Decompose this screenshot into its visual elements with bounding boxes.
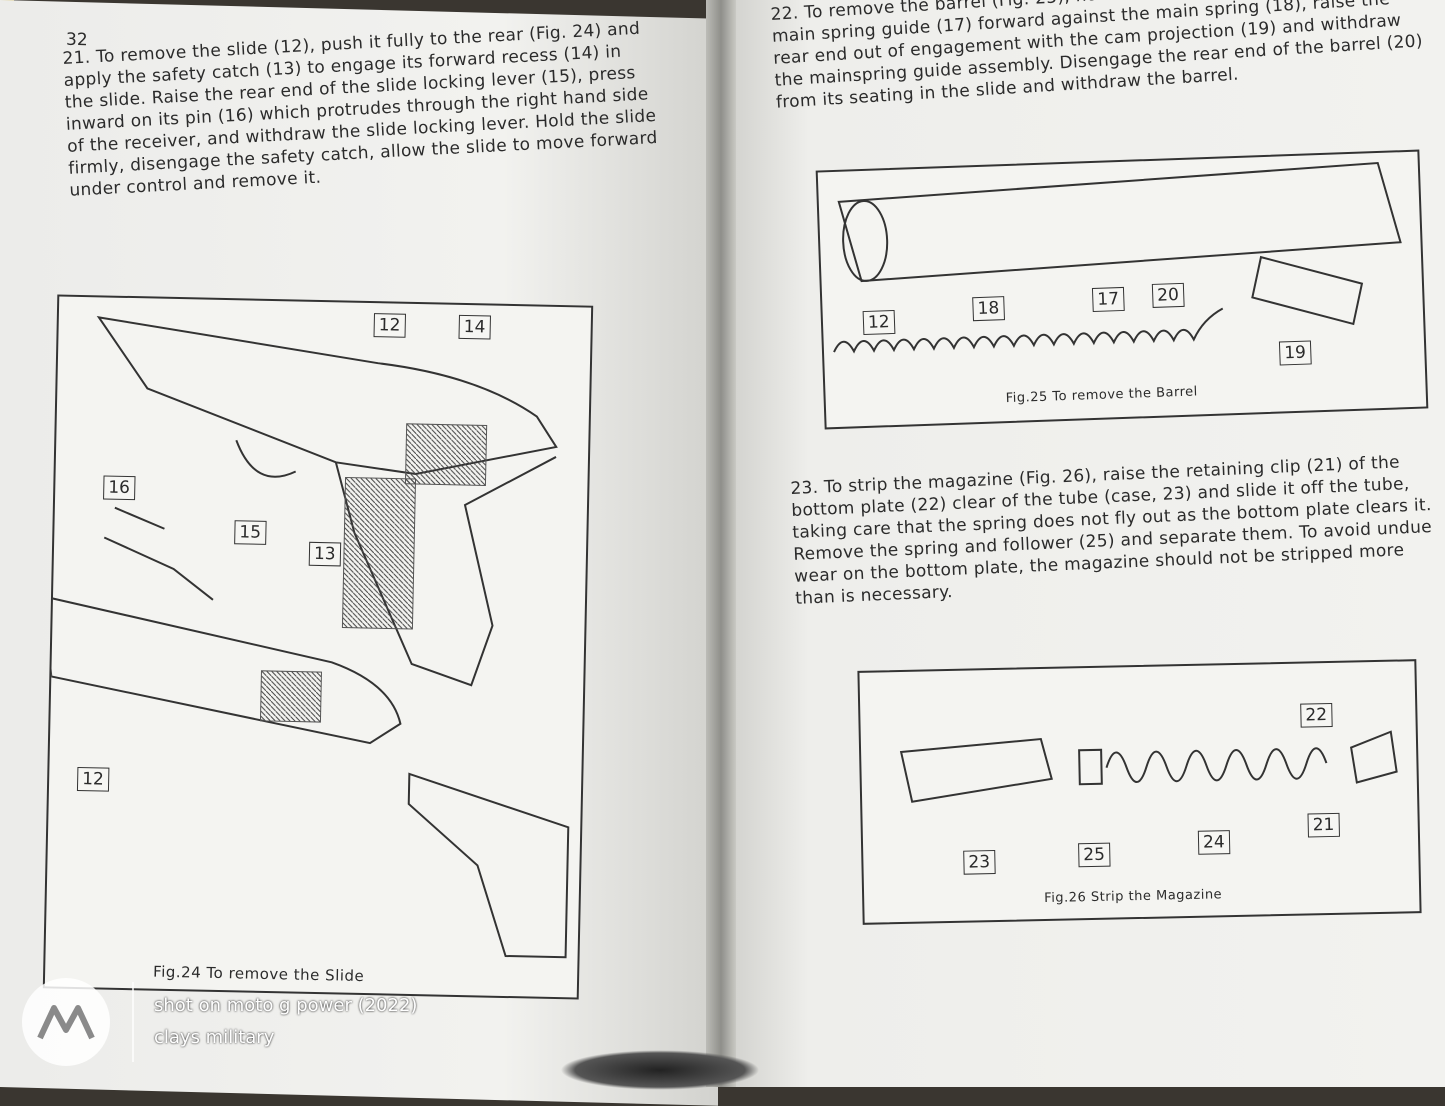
- label-12b: 12: [76, 766, 110, 792]
- label-12: 12: [373, 313, 406, 338]
- pistol-illustration: [44, 315, 570, 959]
- watermark-device: shot on moto g power (2022): [154, 995, 418, 1016]
- label-21: 21: [1307, 812, 1340, 838]
- label-13: 13: [308, 541, 341, 567]
- label-15: 15: [234, 520, 267, 545]
- label-16: 16: [103, 475, 136, 501]
- label-24: 24: [1197, 830, 1230, 855]
- barrel-illustration: [833, 161, 1402, 354]
- magazine-illustration: [899, 730, 1398, 803]
- figure-24: 12 14 16 15 13 12 Fig.24 To remove the S…: [42, 294, 594, 1000]
- label-14: 14: [458, 314, 491, 340]
- label-25: 25: [1078, 842, 1111, 868]
- label-20: 20: [1151, 282, 1185, 308]
- label-23: 23: [963, 850, 996, 875]
- label-12: 12: [862, 309, 896, 336]
- label-22: 22: [1300, 702, 1333, 728]
- figure-25: 12 18 17 20 19 Fig.25 To remove the Barr…: [815, 149, 1429, 430]
- motorola-logo-icon: [22, 978, 110, 1066]
- figure-26: 22 23 25 24 21 Fig.26 Strip the Magazine: [857, 659, 1422, 925]
- camera-watermark: shot on moto g power (2022) clays milita…: [22, 978, 417, 1066]
- paragraph-23: 23. To strip the magazine (Fig. 26), rai…: [790, 452, 1433, 609]
- background-fabric: [560, 1050, 760, 1090]
- label-19: 19: [1278, 340, 1312, 366]
- watermark-owner: clays military: [154, 1027, 275, 1048]
- label-17: 17: [1091, 286, 1125, 313]
- watermark-divider: [132, 982, 134, 1062]
- label-18: 18: [972, 296, 1005, 322]
- book-gutter: [706, 0, 736, 1087]
- paragraph-21: 21. To remove the slide (12), push it fu…: [62, 18, 659, 201]
